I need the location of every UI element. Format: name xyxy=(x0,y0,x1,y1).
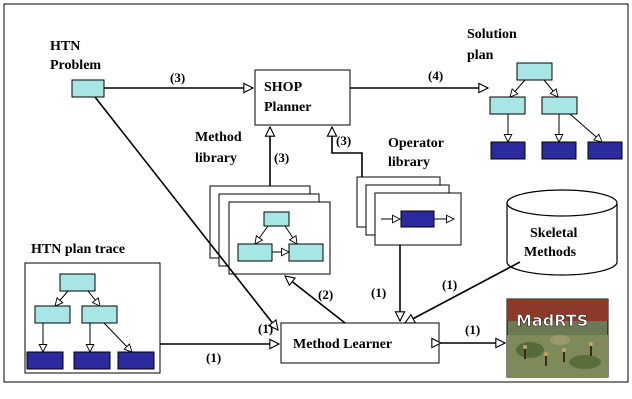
trace-leaf-2 xyxy=(73,351,111,370)
arrow-skeletal-to-learner xyxy=(405,261,521,324)
htn-plan-trace-box xyxy=(24,262,161,374)
arrow-label-method-lib-to-shop: (3) xyxy=(274,150,289,165)
method-child-node-right xyxy=(288,243,324,262)
solution-plan-tree xyxy=(489,62,623,160)
solution-leaf-3 xyxy=(587,141,623,160)
skeletal-methods-database xyxy=(506,189,618,276)
arrow-problem-to-learner xyxy=(94,96,278,330)
madrts-game-screenshot: MadRTS xyxy=(506,298,609,378)
trace-root-node xyxy=(59,273,96,292)
method-library-stack xyxy=(209,185,331,275)
operator-library-label-line2: library xyxy=(388,155,430,170)
arrow-label-problem-to-learner: (1) xyxy=(258,321,273,336)
htn-problem-label-line1: HTN xyxy=(50,39,80,54)
solution-plan-label-line1: Solution xyxy=(467,27,517,42)
htn-problem-node xyxy=(71,79,105,98)
operator-node xyxy=(400,210,435,228)
shop-planner-label-line1: SHOP xyxy=(264,80,303,95)
arrow-label-problem-to-shop: (3) xyxy=(170,70,185,85)
shop-planner-label-line2: Planner xyxy=(264,100,311,115)
trace-mid-node-left xyxy=(34,305,71,324)
solution-leaf-2 xyxy=(541,141,577,160)
method-library-label-line2: library xyxy=(195,151,237,166)
arrow-operator-lib-to-shop xyxy=(332,127,363,177)
diagram-frame xyxy=(3,3,629,383)
solution-mid-node-left xyxy=(489,96,526,115)
solution-mid-node-right xyxy=(541,96,578,115)
htn-problem-label-line2: Problem xyxy=(50,58,101,73)
trace-mid-node-right xyxy=(81,305,118,324)
method-learner-label: Method Learner xyxy=(293,337,392,352)
arrow-label-learner-to-method-lib: (2) xyxy=(318,287,333,302)
arrow-label-skeletal-to-learner: (1) xyxy=(442,277,457,292)
operator-library-label-line1: Operator xyxy=(388,136,444,151)
solution-leaf-1 xyxy=(490,141,526,160)
operator-library-stack xyxy=(356,176,462,246)
arrow-learner-to-method-lib xyxy=(285,276,346,324)
method-child-node-left xyxy=(237,243,273,262)
solution-plan-label-line2: plan xyxy=(467,48,494,63)
htn-plan-trace-label: HTN plan trace xyxy=(31,242,125,257)
arrow-label-operator-lib-to-shop: (3) xyxy=(336,133,351,148)
skeletal-methods-label-line2: Methods xyxy=(524,245,577,260)
solution-root-node xyxy=(516,62,553,81)
skeletal-methods-label-line1: Skeletal xyxy=(530,226,578,241)
arrow-label-learner-game-link: (1) xyxy=(465,322,480,337)
arrow-label-shop-to-solution: (4) xyxy=(428,68,443,83)
madrts-logo-text: MadRTS xyxy=(516,311,588,330)
trace-leaf-3 xyxy=(117,351,155,370)
arrow-label-operator-lib-to-learner: (1) xyxy=(371,285,386,300)
method-library-label-line1: Method xyxy=(195,130,242,145)
method-learner-box xyxy=(280,322,440,364)
shop-planner-box xyxy=(254,69,351,126)
arrow-label-trace-to-learner: (1) xyxy=(206,350,221,365)
trace-leaf-1 xyxy=(26,351,64,370)
method-root-node xyxy=(263,211,290,227)
